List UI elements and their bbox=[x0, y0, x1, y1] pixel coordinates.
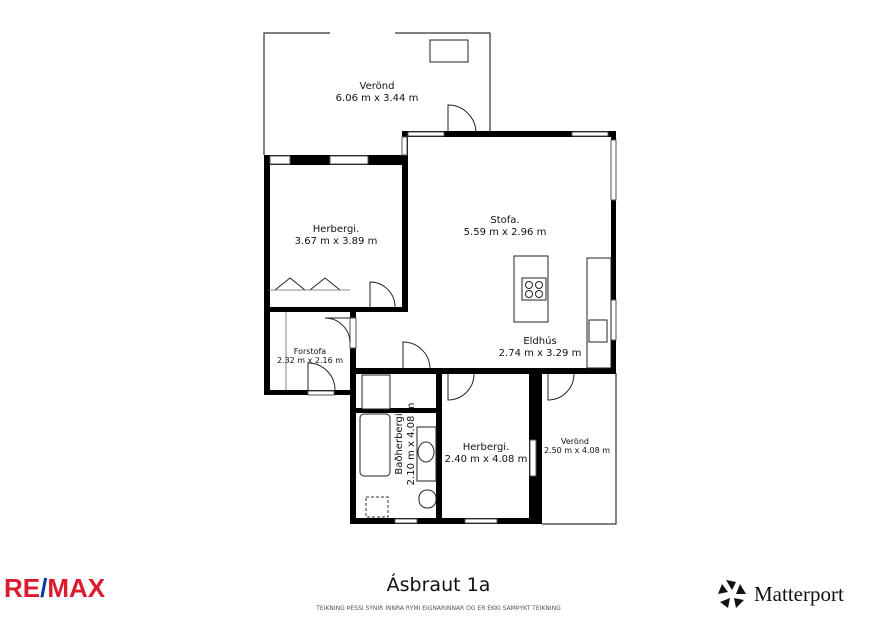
disclaimer-note: TEIKNING ÞESSI SÝNIR INNRA RÝMI EIGNARIN… bbox=[316, 605, 561, 612]
kitchen-fixtures bbox=[513, 255, 612, 369]
room-name: Stofa. bbox=[490, 215, 519, 226]
room-name: Forstofa bbox=[294, 347, 327, 356]
remax-logo: RE/MAX bbox=[4, 573, 106, 603]
room-name: Verönd bbox=[561, 437, 589, 446]
sink-icon bbox=[588, 319, 608, 343]
doors bbox=[274, 277, 575, 401]
room-name: Herbergi. bbox=[463, 442, 510, 453]
room-size: 2.50 m x 4.08 m bbox=[544, 446, 610, 455]
veranda-furniture bbox=[429, 39, 469, 63]
walls bbox=[264, 131, 616, 524]
room-size: 2.32 m x 2.16 m bbox=[277, 356, 343, 365]
room-name: Baðherbergi bbox=[394, 413, 405, 474]
washer-icon bbox=[365, 496, 389, 518]
room-name: Verönd bbox=[360, 81, 395, 92]
matterport-icon bbox=[718, 580, 746, 608]
shower-icon bbox=[361, 374, 391, 410]
matterport-wordmark: Matterport bbox=[754, 581, 844, 606]
bathtub-icon bbox=[359, 413, 391, 477]
bathroom-fixtures bbox=[359, 374, 437, 518]
windows bbox=[269, 131, 617, 524]
basin-icon bbox=[417, 441, 435, 463]
room-size: 6.06 m x 3.44 m bbox=[336, 93, 419, 104]
veranda-door bbox=[447, 104, 477, 134]
veranda-top-outline bbox=[263, 32, 491, 155]
room-size: 2.10 m x 4.08 m bbox=[406, 403, 417, 486]
room-size: 5.59 m x 2.96 m bbox=[464, 227, 547, 238]
toilet-icon bbox=[418, 489, 437, 509]
page-title: Ásbraut 1a bbox=[386, 574, 491, 596]
veranda-small-outline bbox=[542, 373, 617, 525]
room-name: Eldhús bbox=[523, 335, 556, 347]
room-size: 3.67 m x 3.89 m bbox=[295, 236, 378, 247]
room-name: Herbergi. bbox=[313, 224, 360, 235]
matterport-logo: Matterport bbox=[716, 578, 844, 610]
stove-icon bbox=[521, 277, 547, 301]
room-size: 2.74 m x 3.29 m bbox=[499, 348, 582, 359]
room-size: 2.40 m x 4.08 m bbox=[445, 454, 528, 465]
